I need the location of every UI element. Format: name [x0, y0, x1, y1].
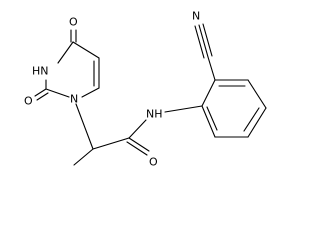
atom-label-n-ring: N: [70, 93, 78, 106]
atom-label-hn-ring: HN: [32, 65, 49, 78]
bond-ar-cn: [207, 56, 216, 81]
atom-label-o-left: O: [24, 95, 33, 108]
bond-c2-o-b: [36, 92, 49, 101]
propanamide-linker: [73, 103, 203, 166]
bond-carbonyl-nh: [128, 119, 147, 139]
bond-c4-c5: [72, 41, 100, 59]
bond-amide-o-b: [126, 141, 148, 156]
bond-nh-aryl: [164, 105, 203, 113]
bond-ar-3-4: [247, 79, 267, 109]
bond-ar-1-2: [201, 79, 216, 107]
molecule-structure: O HN O N NH O N: [24, 10, 267, 169]
bond-ar-6-1: [201, 105, 216, 138]
bond-ar-4-5: [247, 107, 267, 138]
atom-labels: O HN O N NH O N: [24, 10, 200, 169]
bond-n1-c2: [45, 88, 70, 98]
atom-label-o-amide: O: [149, 156, 158, 169]
bond-amide-o-a: [128, 137, 150, 152]
nitrile-group: [194, 23, 216, 81]
bond-n1-ch: [75, 103, 94, 150]
bond-ar-inner-c: [206, 106, 218, 131]
bond-triple-b: [202, 23, 213, 57]
bond-n3-c4: [57, 41, 74, 64]
atom-label-o-top: O: [69, 16, 78, 29]
bond-triple-c: [194, 25, 205, 59]
atom-label-nh-amide: NH: [146, 108, 163, 121]
atom-label-n-nitrile: N: [192, 10, 200, 23]
bond-ch-ch3: [73, 148, 94, 166]
uracil-ring: [34, 29, 100, 101]
bond-c2-o-a: [34, 88, 47, 97]
bond-ch-carbonyl: [92, 137, 130, 150]
bond-ar-inner-b: [243, 107, 260, 132]
bond-c6-n1: [81, 87, 100, 98]
benzene-ring: [201, 79, 267, 138]
bond-triple-a: [198, 24, 209, 58]
